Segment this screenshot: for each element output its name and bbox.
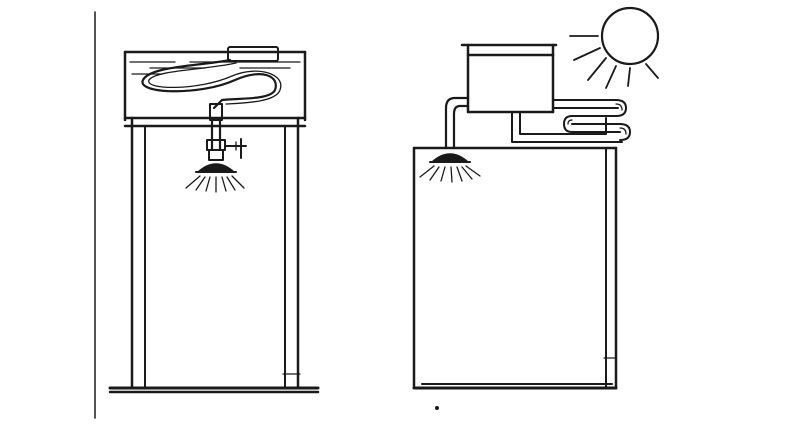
right-outlet-pipe xyxy=(444,96,470,150)
sun-icon xyxy=(569,6,660,89)
right-cabin xyxy=(412,146,618,410)
left-frame-posts xyxy=(130,116,301,390)
shower-head-icon xyxy=(419,153,481,183)
heater-box xyxy=(227,46,279,62)
left-base xyxy=(108,386,320,394)
panel-shower-with-heater xyxy=(108,46,320,394)
panel-solar-shower xyxy=(412,6,660,410)
valve-icon xyxy=(224,138,247,159)
coiled-pipe xyxy=(141,58,282,110)
shower-head-icon xyxy=(185,163,245,193)
right-water-tank xyxy=(460,43,558,114)
left-cross-beam xyxy=(123,116,307,128)
solar-coil xyxy=(511,99,631,143)
left-shower-assembly xyxy=(185,103,247,193)
